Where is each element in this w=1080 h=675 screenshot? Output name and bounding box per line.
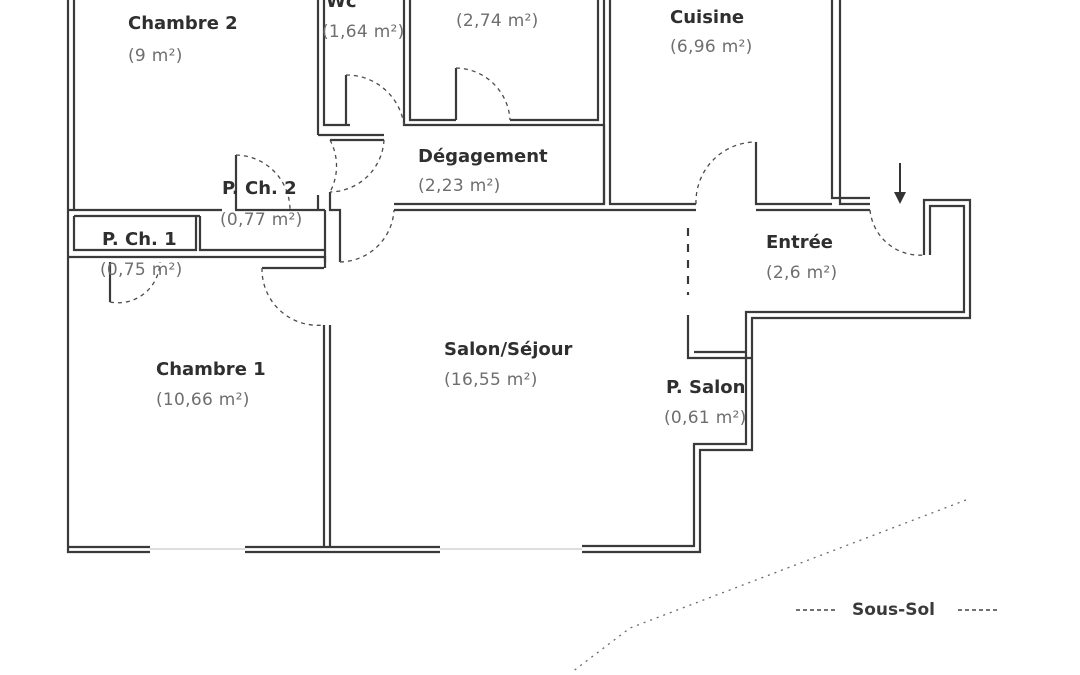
- wall-cuisine-door-jamb: [754, 142, 832, 206]
- room-name-salon: Salon/Séjour: [444, 339, 573, 360]
- room-name-wc: Wc: [326, 0, 357, 12]
- door-chambre1: [261, 267, 325, 326]
- room-area-room3: (2,74 m²): [456, 11, 539, 31]
- room-name-pch2: P. Ch. 2: [222, 178, 297, 199]
- wall-room3-right: [510, 0, 600, 122]
- wall-wc-left-inner: [322, 0, 350, 127]
- wall-right-outer: [582, 198, 972, 554]
- room-area-chambre2: (9 m²): [128, 46, 183, 66]
- room-area-salon: (16,55 m²): [444, 370, 538, 390]
- room-name-psalon: P. Salon: [666, 377, 745, 398]
- room-area-chambre1: (10,66 m²): [156, 390, 250, 410]
- room-name-pch1: P. Ch. 1: [102, 229, 177, 250]
- room-area-pch2: (0,77 m²): [220, 210, 303, 230]
- room-name-chambre1: Chambre 1: [156, 359, 266, 380]
- wall-cuisine-left-inner: [608, 0, 696, 206]
- wall-cuisine-right-inner: [838, 0, 870, 206]
- entrance-arrow-icon: [894, 163, 906, 204]
- door-salon-hall: [339, 209, 395, 263]
- wall-room3-left: [408, 0, 456, 122]
- door-room3: [455, 67, 511, 121]
- wall-right-inner: [582, 204, 966, 548]
- room-area-entree: (2,6 m²): [766, 263, 837, 283]
- legend-sous-sol: Sous-Sol: [852, 600, 935, 620]
- room-name-cuisine: Cuisine: [670, 7, 744, 28]
- interior-walls: [68, 0, 870, 547]
- sous-sol-boundary: [571, 499, 967, 673]
- room-area-pch1: (0,75 m²): [100, 260, 183, 280]
- door-pch2: [235, 154, 291, 211]
- door-pch1: [109, 261, 161, 304]
- door-swings: [109, 67, 925, 326]
- wall-degagement-left-inner: [328, 192, 342, 262]
- outer-walls: [66, 0, 972, 554]
- door-degagement-b: [329, 139, 385, 193]
- room-area-degagement: (2,23 m²): [418, 176, 501, 196]
- door-degagement: [329, 139, 338, 193]
- door-cuisine: [695, 141, 757, 205]
- door-wc: [345, 74, 405, 126]
- wall-psalon: [686, 315, 752, 360]
- room-name-chambre2: Chambre 2: [128, 13, 238, 34]
- wall-pch1-box: [72, 216, 198, 252]
- room-area-wc: (1,64 m²): [322, 22, 405, 42]
- wall-left: [66, 0, 150, 554]
- room-area-psalon: (0,61 m²): [664, 408, 747, 428]
- wall-cuisine-right: [830, 0, 870, 200]
- room-name-entree: Entrée: [766, 232, 833, 253]
- room-area-cuisine: (6,96 m²): [670, 37, 753, 57]
- door-entree: [869, 209, 925, 256]
- room-name-degagement: Dégagement: [418, 146, 548, 167]
- wall-pch2-box: [198, 216, 325, 252]
